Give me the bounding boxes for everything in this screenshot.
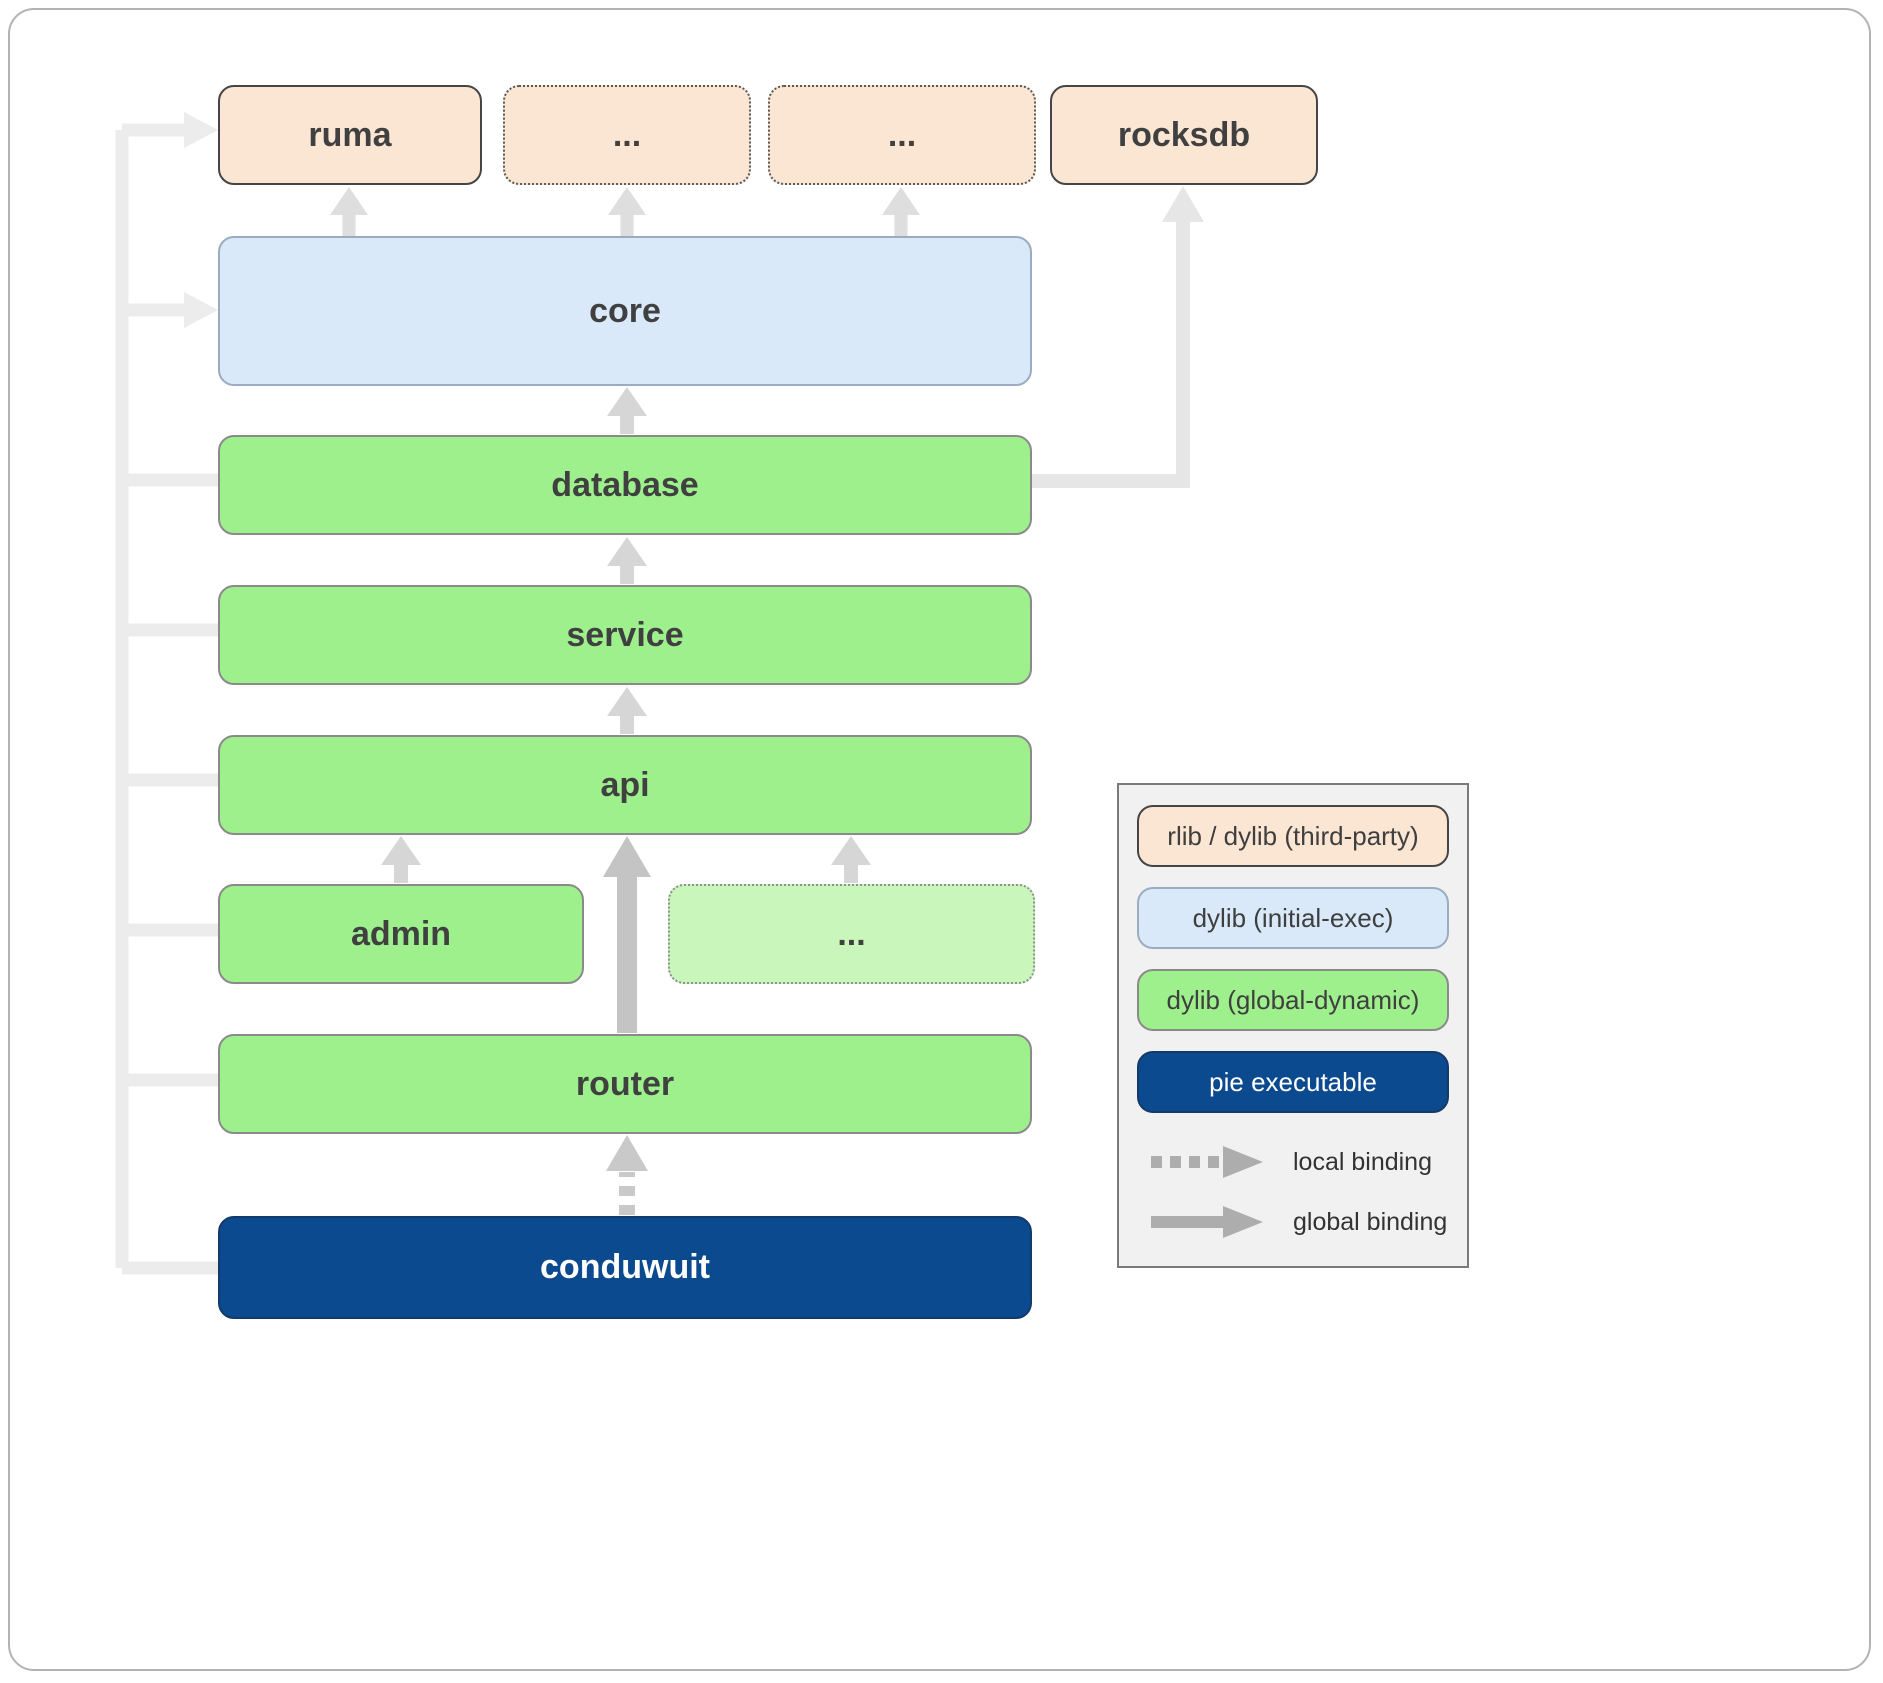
- node-label: admin: [350, 914, 452, 953]
- legend-binding-label: local binding: [1293, 1147, 1432, 1176]
- node-dylib-ellipsis: ...: [668, 884, 1035, 984]
- node-third-party-ellipsis-1: ...: [503, 85, 751, 185]
- node-label: database: [551, 465, 699, 504]
- node-label: api: [600, 765, 650, 804]
- legend-item-pie-executable: pie executable: [1137, 1051, 1449, 1113]
- node-label: rocksdb: [1117, 115, 1251, 154]
- legend-item-label: pie executable: [1209, 1066, 1377, 1097]
- legend-item-global-dynamic: dylib (global-dynamic): [1137, 969, 1449, 1031]
- node-api: api: [218, 735, 1032, 835]
- node-label: router: [575, 1064, 675, 1103]
- node-label: conduwuit: [540, 1248, 710, 1286]
- node-label: core: [589, 291, 661, 330]
- legend: rlib / dylib (third-party) dylib (initia…: [1117, 783, 1469, 1268]
- node-label: ...: [887, 115, 917, 154]
- global-binding-arrow-icon: [1151, 1206, 1263, 1238]
- legend-binding-label: global binding: [1293, 1207, 1448, 1236]
- legend-item-label: rlib / dylib (third-party): [1167, 820, 1419, 851]
- node-label: service: [566, 615, 684, 654]
- node-rocksdb: rocksdb: [1050, 85, 1318, 185]
- node-router: router: [218, 1034, 1032, 1134]
- node-ruma: ruma: [218, 85, 482, 185]
- node-label: ruma: [308, 115, 392, 154]
- node-third-party-ellipsis-2: ...: [768, 85, 1036, 185]
- node-conduwuit: conduwuit: [218, 1216, 1032, 1319]
- node-admin: admin: [218, 884, 584, 984]
- legend-bindings: local binding global binding: [1137, 1139, 1449, 1245]
- local-binding-arrow-icon: [1151, 1146, 1263, 1178]
- node-service: service: [218, 585, 1032, 685]
- node-label: ...: [612, 115, 642, 154]
- legend-item-label: dylib (initial-exec): [1192, 902, 1394, 933]
- legend-binding-global: global binding: [1147, 1199, 1449, 1245]
- node-core: core: [218, 236, 1032, 386]
- legend-item-third-party: rlib / dylib (third-party): [1137, 805, 1449, 867]
- legend-item-label: dylib (global-dynamic): [1166, 984, 1420, 1015]
- legend-binding-local: local binding: [1147, 1139, 1449, 1185]
- node-label: ...: [837, 914, 866, 953]
- legend-item-initial-exec: dylib (initial-exec): [1137, 887, 1449, 949]
- node-database: database: [218, 435, 1032, 535]
